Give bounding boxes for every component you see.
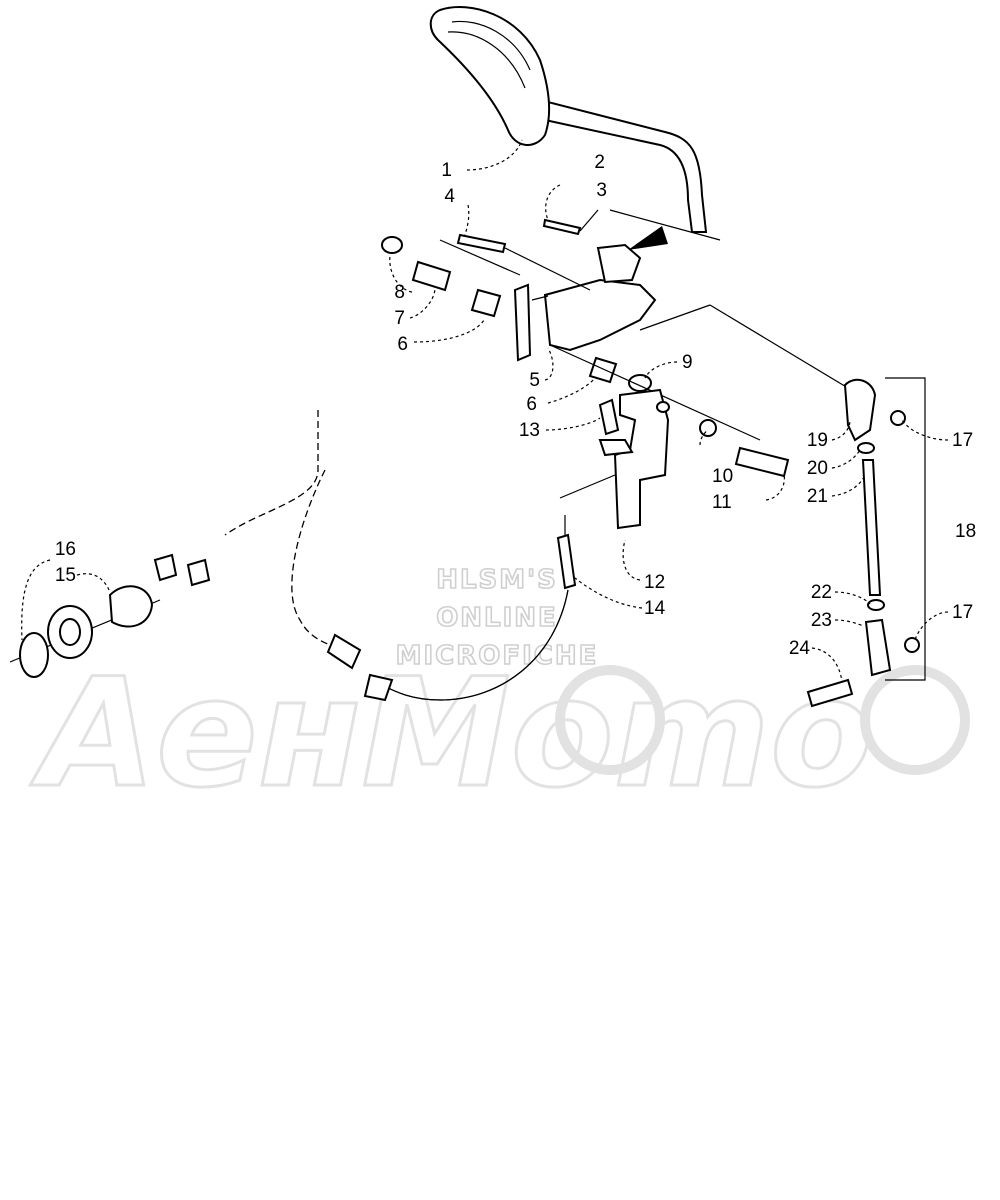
watermark: AeнMomo HLSM'S ONLINE MICROFICHE xyxy=(29,564,970,823)
pivot-bracket xyxy=(513,243,657,362)
callout-6b: 6 xyxy=(526,394,537,415)
callout-20: 20 xyxy=(807,458,828,479)
callout-22: 22 xyxy=(811,582,832,603)
leader-lines xyxy=(21,139,949,683)
callout-10: 10 xyxy=(712,466,733,487)
shift-lever xyxy=(429,6,721,241)
watermark-wheel-icon xyxy=(555,665,970,775)
lower-arm xyxy=(598,388,790,530)
callout-17b: 17 xyxy=(952,602,973,623)
callout-24: 24 xyxy=(789,638,811,659)
callout-14: 14 xyxy=(644,598,666,619)
switch-cable xyxy=(363,474,616,702)
callouts: 1 2 3 4 5 6 6 7 8 9 10 11 12 13 14 15 16… xyxy=(55,152,976,659)
callout-11: 11 xyxy=(712,492,732,513)
callout-13: 13 xyxy=(519,420,540,441)
callout-5: 5 xyxy=(529,370,540,391)
callout-21: 21 xyxy=(807,486,828,507)
switch-assembly xyxy=(9,410,362,678)
callout-12: 12 xyxy=(644,572,665,593)
callout-8: 8 xyxy=(394,282,405,303)
callout-2: 2 xyxy=(594,152,605,173)
callout-9: 9 xyxy=(682,352,693,373)
watermark-line-3: MICROFICHE xyxy=(396,641,599,671)
direction-arrow-icon xyxy=(628,226,668,250)
callout-17a: 17 xyxy=(952,430,973,451)
callout-7: 7 xyxy=(394,308,405,329)
callout-18: 18 xyxy=(955,521,976,542)
callout-16: 16 xyxy=(55,539,76,560)
watermark-line-1: HLSM'S xyxy=(436,565,558,595)
callout-23: 23 xyxy=(811,610,832,631)
callout-6a: 6 xyxy=(397,334,408,355)
shift-linkage xyxy=(639,304,926,708)
watermark-line-2: ONLINE xyxy=(436,603,558,633)
callout-19: 19 xyxy=(807,430,828,451)
callout-15: 15 xyxy=(55,565,76,586)
screw-and-pin xyxy=(439,209,599,291)
callout-4: 4 xyxy=(444,186,455,207)
callout-1: 1 xyxy=(441,160,452,181)
watermark-brand: AeнMomo xyxy=(30,647,873,821)
bushings-and-washers xyxy=(381,236,761,441)
callout-3: 3 xyxy=(596,180,607,201)
